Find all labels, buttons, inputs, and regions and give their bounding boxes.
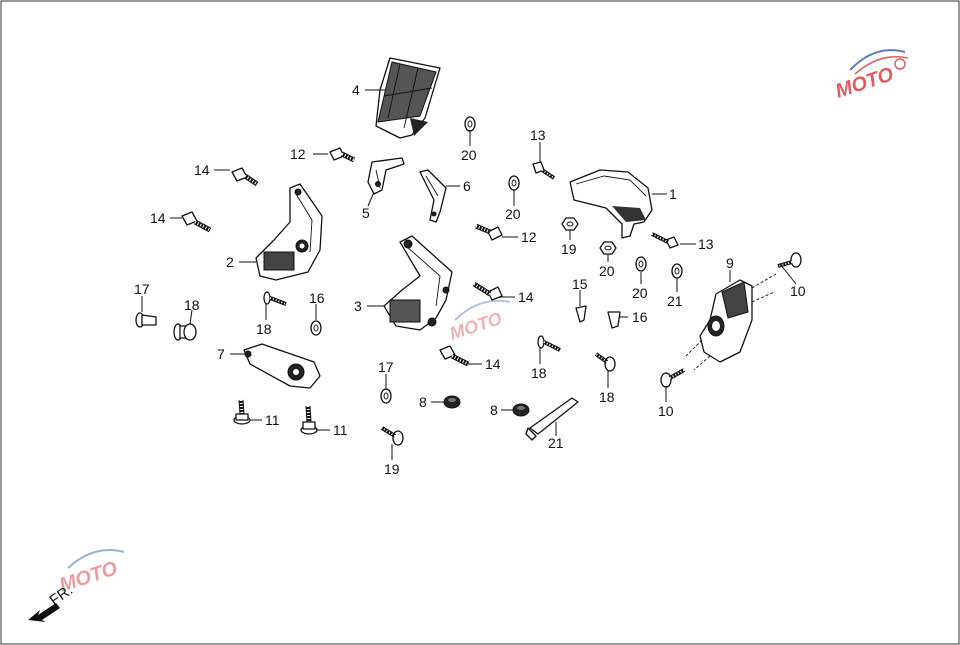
callout-14: 14 [150,210,166,226]
callout-18: 18 [599,389,615,405]
clip-15-b [607,311,621,329]
callout-16: 17 [378,359,394,375]
callout-20: 20 [505,206,521,222]
screw-18-c [594,352,616,372]
callout-21: 21 [548,435,564,451]
clip-15-a [575,305,587,323]
nut-19-a [561,217,579,231]
callout-10: 10 [658,403,674,419]
callout-12: 12 [521,229,537,245]
grommet-8-a [443,395,461,409]
part-strap-21 [525,397,579,441]
watermark-top-right: MOTO [833,49,909,103]
part-bracket-6 [419,169,447,223]
bolt-14-a [231,167,259,187]
callout-11: 11 [265,412,280,428]
part-cover-1 [569,169,653,239]
callout-1: 1 [669,186,677,202]
grommet-8-b [512,403,530,417]
pin-17-b [173,323,197,341]
washer-20-c [635,256,647,272]
callout-18: 18 [531,365,547,381]
callout-15: 16 [632,309,648,325]
screw-10-b [660,368,685,388]
bolt-11-a [233,399,251,425]
bolt-14-c [472,281,503,301]
part-windscreen [375,57,441,139]
callout-14: 14 [485,356,501,372]
callout-11: 11 [333,422,348,438]
callout-12: 12 [290,146,306,162]
screw-18-d [380,426,404,446]
callout-10: 10 [790,283,806,299]
washer-16-a [310,320,322,336]
part-bracket-5 [367,157,405,195]
callout-3: 3 [354,298,362,314]
bolt-13-b [651,232,679,249]
leader-lines [141,89,797,460]
front-arrow-icon [28,603,60,622]
bolt-14-d [439,345,470,367]
callout-13: 13 [530,127,546,143]
washer-16-b [380,388,392,404]
callout-20: 20 [461,147,477,163]
bolt-13-a [532,161,556,180]
callout-14: 14 [518,289,534,305]
callout-7: 7 [217,346,225,362]
part-bracket-3 [383,235,453,331]
callout-5: 5 [362,205,370,221]
part-holder-9 [685,273,777,371]
callout-6: 6 [463,178,471,194]
washer-20-b [508,175,520,191]
part-bracket-2 [255,183,323,281]
watermark-center: MOTO [447,299,511,344]
callout-19: 20 [599,263,615,279]
bolt-11-b [300,405,318,435]
callout-18: 19 [384,461,400,477]
callout-13: 13 [698,236,714,252]
callout-20: 20 [632,285,648,301]
washer-20-d [671,263,683,279]
callout-18: 18 [256,321,272,337]
callout-15: 15 [572,276,588,292]
nut-19-b [599,241,617,255]
callout-2: 2 [226,254,234,270]
callout-labels: 4 20 12 14 5 6 20 13 1 14 12 19 20 13 2 … [134,82,806,477]
screw-18-b [537,335,561,352]
callout-9: 9 [726,255,734,271]
screw-18-a [263,291,287,306]
watermark-text-center: MOTO [447,308,504,344]
callout-19: 19 [561,241,577,257]
callout-17: 17 [134,281,150,297]
bolt-12-a [329,147,356,163]
front-direction-indicator: FR. [28,581,76,622]
bolt-12-b [475,223,503,241]
callout-20: 21 [667,293,683,309]
callout-16: 16 [309,290,325,306]
washer-20-a [464,116,476,132]
part-bar-7 [243,343,321,389]
callout-8: 8 [490,402,498,418]
bolt-14-b [181,211,212,233]
pin-17-a [135,312,157,328]
screw-10-a [777,252,802,268]
callout-4: 4 [352,82,360,98]
callout-8: 8 [419,394,427,410]
callout-17: 18 [184,297,200,313]
watermark-text-top: MOTO [833,63,897,102]
callout-14: 14 [194,162,210,178]
